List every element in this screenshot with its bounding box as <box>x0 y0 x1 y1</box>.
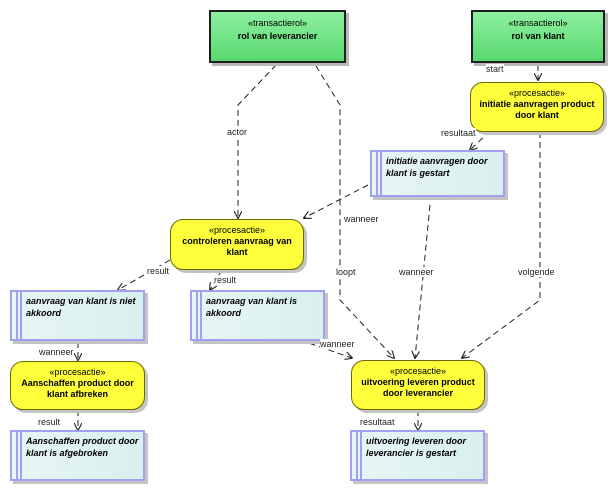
edge-result-niet-akkoord <box>118 259 171 290</box>
role-klant[interactable]: «transactierol» rol van klant <box>471 10 605 63</box>
action-initiatie-stereotype: «procesactie» <box>508 88 566 98</box>
edge-volgende <box>462 132 541 358</box>
edge-label-resultaat: resultaat <box>360 417 395 427</box>
event-bar <box>200 292 202 339</box>
action-initiatie-name: initiatie aanvragen product door klant <box>479 99 595 120</box>
event-afgebroken-text: Aanschaffen product door klant is afgebr… <box>26 436 139 458</box>
action-uitvoering[interactable]: «procesactie» uitvoering leveren product… <box>351 360 485 410</box>
role-leverancier-stereotype: «transactierol» <box>247 18 308 28</box>
event-bar <box>380 152 382 195</box>
event-afgebroken[interactable]: Aanschaffen product door klant is afgebr… <box>10 430 145 481</box>
action-controleren-stereotype: «procesactie» <box>208 225 266 235</box>
edge-label-wanneer: wanneer <box>344 214 379 224</box>
edge-label-resultaat: resultaat <box>441 128 476 138</box>
event-bar <box>196 292 198 339</box>
edge-label-wanneer: wanneer <box>39 347 74 357</box>
edge-label-result: result <box>214 275 237 285</box>
event-bar <box>16 432 18 479</box>
event-niet-akkoord-text: aanvraag van klant is niet akkoord <box>26 296 136 318</box>
edge-wanneer-uitvoering <box>415 204 431 358</box>
role-leverancier-name: rol van leverancier <box>237 31 318 41</box>
event-bar <box>20 432 22 479</box>
action-controleren-name: controleren aanvraag van klant <box>182 236 292 257</box>
event-bar <box>376 152 378 195</box>
event-bar <box>360 432 362 479</box>
edge-actor <box>238 64 277 218</box>
role-klant-stereotype: «transactierol» <box>508 18 568 28</box>
event-niet-akkoord[interactable]: aanvraag van klant is niet akkoord <box>10 290 145 341</box>
edge-label-start: start <box>486 64 504 74</box>
role-klant-name: rol van klant <box>511 31 565 41</box>
event-initiatie-gestart[interactable]: initiatie aanvragen door klant is gestar… <box>370 150 505 197</box>
action-afbreken-name: Aanschaffen product door klant afbreken <box>21 378 134 399</box>
role-leverancier[interactable]: «transactierol» rol van leverancier <box>209 10 346 63</box>
event-bar <box>356 432 358 479</box>
edge-loopt <box>315 65 394 358</box>
event-bar <box>16 292 18 339</box>
edge-label-actor: actor <box>227 127 248 137</box>
event-akkoord[interactable]: aanvraag van klant is akkoord <box>190 290 325 341</box>
edge-label-result: result <box>147 266 170 276</box>
edge-label-wanneer: wanneer <box>320 339 355 349</box>
edge-label-wanneer: wanneer <box>399 267 434 277</box>
edge-label-result: result <box>38 417 61 427</box>
action-afbreken[interactable]: «procesactie» Aanschaffen product door k… <box>10 361 145 410</box>
edge-resultaat-initiatie <box>470 130 491 150</box>
edge-wanneer-controleren <box>304 184 369 218</box>
event-uitvoering-gestart-text: uitvoering leveren door leverancier is g… <box>366 436 467 458</box>
action-initiatie[interactable]: «procesactie» initiatie aanvragen produc… <box>470 82 604 132</box>
event-uitvoering-gestart[interactable]: uitvoering leveren door leverancier is g… <box>350 430 485 481</box>
event-initiatie-gestart-text: initiatie aanvragen door klant is gestar… <box>386 156 488 178</box>
action-uitvoering-stereotype: «procesactie» <box>389 366 447 376</box>
edge-wanneer-akkoord <box>299 339 352 358</box>
action-afbreken-stereotype: «procesactie» <box>49 367 106 377</box>
event-akkoord-text: aanvraag van klant is akkoord <box>206 296 298 318</box>
action-controleren[interactable]: «procesactie» controleren aanvraag van k… <box>170 219 304 270</box>
edge-label-loopt: loopt <box>336 267 356 277</box>
edge-label-volgende: volgende <box>518 267 555 277</box>
event-bar <box>20 292 22 339</box>
action-uitvoering-name: uitvoering leveren product door leveranc… <box>361 377 475 398</box>
